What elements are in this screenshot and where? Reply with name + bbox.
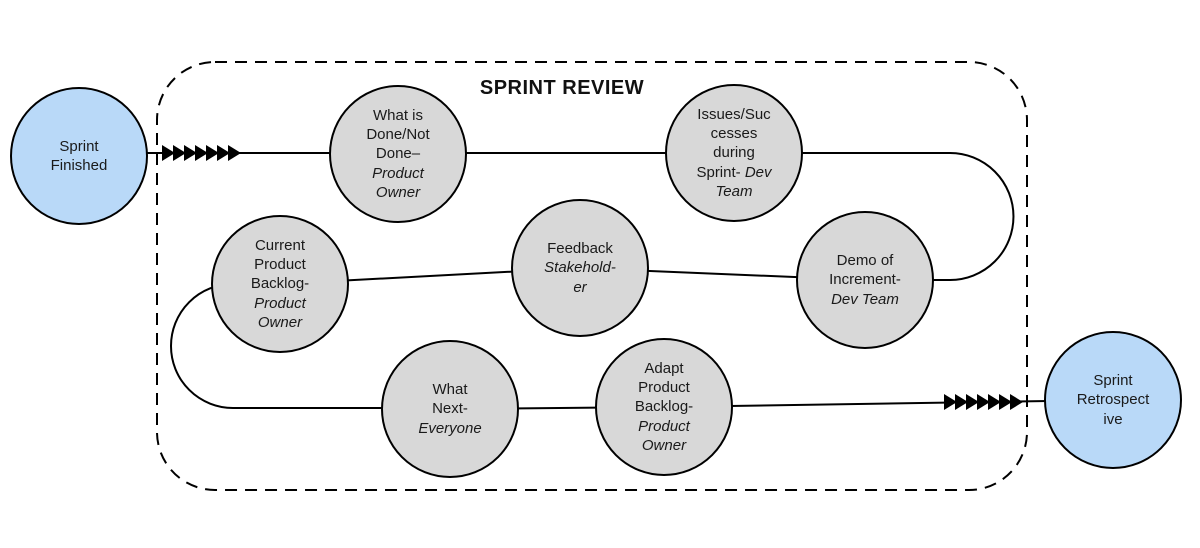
connector-adapt-to-retrospective — [663, 399, 1114, 408]
sprint-review-boundary — [156, 61, 1028, 491]
node-sprint-finished: Sprint Finished — [10, 87, 148, 225]
connector-currentbacklog-to-whatnext — [170, 283, 450, 409]
node-sprint-retrospective: Sprint Retrospect ive — [1044, 331, 1182, 469]
node-what-next: What Next- Everyone — [381, 340, 519, 478]
node-label: Sprint Finished — [50, 137, 108, 174]
connector-issues-to-demo — [734, 152, 1015, 281]
node-label: What Next- Everyone — [418, 381, 482, 437]
node-label: Issues/Suc cesses during Sprint- Dev Tea… — [696, 106, 772, 200]
node-label: Current Product Backlog- Product Owner — [250, 237, 310, 331]
node-demo-of-increment: Demo of Increment- Dev Team — [796, 211, 934, 349]
node-label: Feedback Stakehold- er — [544, 240, 616, 296]
diagram-title: SPRINT REVIEW — [479, 77, 645, 99]
node-label: Demo of Increment- Dev Team — [829, 252, 901, 308]
node-adapt-product-backlog: Adapt Product Backlog- Product Owner — [595, 338, 733, 476]
node-current-product-backlog: Current Product Backlog- Product Owner — [211, 215, 349, 353]
node-what-is-done: What is Done/Not Done– Product Owner — [329, 85, 467, 223]
node-label: Adapt Product Backlog- Product Owner — [634, 360, 694, 454]
node-issues-successes: Issues/Suc cesses during Sprint- Dev Tea… — [665, 84, 803, 222]
node-feedback: Feedback Stakehold- er — [511, 199, 649, 337]
node-label: What is Done/Not Done– Product Owner — [366, 107, 430, 201]
arrow-chevrons-out-icon — [944, 394, 1023, 410]
node-label: Sprint Retrospect ive — [1076, 372, 1150, 428]
arrow-chevrons-in-icon — [162, 145, 241, 161]
